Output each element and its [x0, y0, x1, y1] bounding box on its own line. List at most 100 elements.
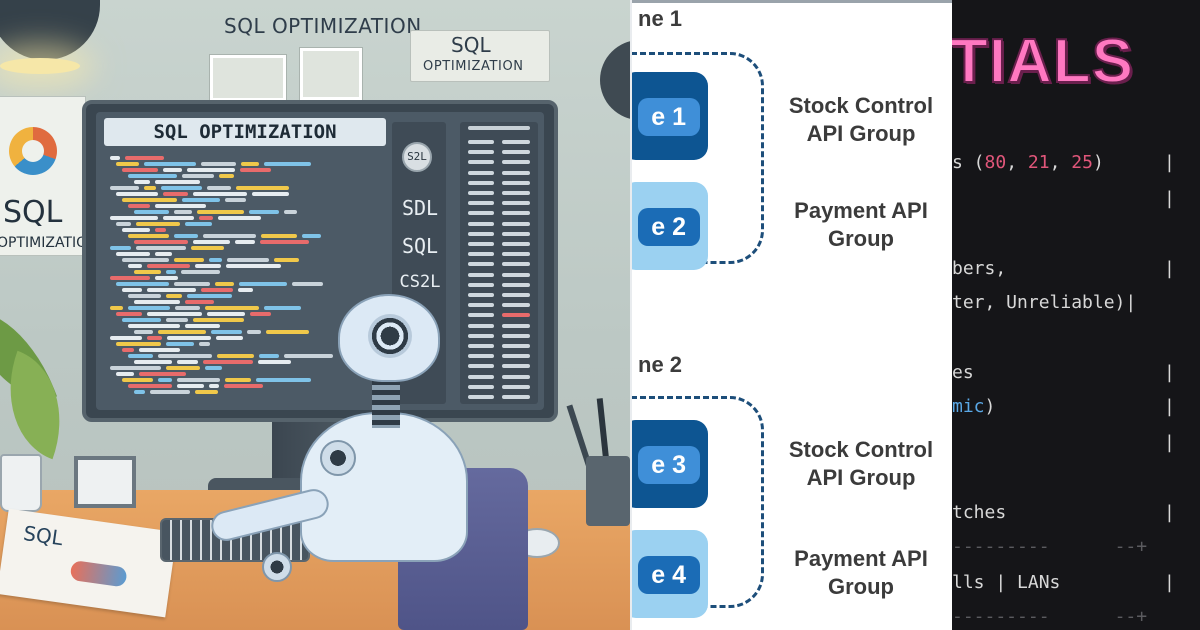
number-row — [468, 364, 530, 369]
code-stroke — [187, 168, 235, 172]
code-stroke — [166, 318, 188, 322]
side-poster-line2: OPTIMIZATION — [0, 235, 98, 251]
number-row — [468, 344, 530, 348]
code-stroke — [260, 240, 309, 244]
code-stroke — [163, 168, 182, 172]
code-stroke — [209, 258, 222, 262]
code-stroke — [182, 198, 220, 202]
table-border: | — [1164, 152, 1175, 173]
table-border: | — [1125, 292, 1137, 313]
wall-sign: SQL OPTIMIZATION — [224, 14, 422, 38]
code-stroke — [199, 342, 210, 346]
code-stroke — [302, 234, 321, 238]
side-item: SDL — [401, 196, 439, 220]
code-stroke — [216, 336, 243, 340]
api-group-label-line2: API Group — [806, 121, 916, 146]
code-stroke — [116, 282, 169, 286]
number-column-header — [468, 126, 530, 130]
photo-frame-icon — [74, 456, 136, 508]
code-stroke — [128, 234, 169, 238]
code-stroke — [116, 312, 142, 316]
ascii-banner: TIALS — [952, 26, 1135, 97]
code-stroke — [134, 360, 172, 364]
code-stroke — [201, 162, 236, 166]
code-stroke — [136, 222, 180, 226]
wall-frame-icon — [300, 48, 362, 100]
code-stroke — [110, 156, 120, 160]
side-poster-line1: SQL — [3, 195, 63, 230]
code-stroke — [155, 252, 172, 256]
side-item: SQL — [401, 234, 439, 258]
code-stroke — [150, 390, 190, 394]
code-stroke — [122, 378, 153, 382]
number-row — [468, 384, 530, 389]
code-stroke — [177, 384, 204, 388]
code-stroke — [250, 312, 271, 316]
api-group-label-line2: Group — [828, 226, 894, 251]
keyword-suffix: ) — [984, 396, 996, 417]
plant-leaf-icon — [0, 350, 84, 460]
zone-title: ne 2 — [638, 352, 683, 377]
code-stroke — [110, 186, 139, 190]
code-stroke — [116, 372, 134, 376]
code-stroke — [203, 360, 253, 364]
code-stroke — [219, 174, 234, 178]
code-stroke — [284, 210, 297, 214]
divider-dashes: --------- — [952, 536, 1050, 557]
code-stroke — [147, 264, 190, 268]
code-stroke — [193, 192, 247, 196]
wall-poster: SQL OPTIMIZATION — [410, 30, 550, 82]
code-stroke — [125, 156, 164, 160]
paper-text: SQL — [21, 520, 65, 551]
code-stroke — [136, 246, 186, 250]
code-stroke — [193, 318, 244, 322]
number-row — [468, 333, 530, 338]
code-stroke — [177, 360, 198, 364]
code-stroke — [193, 240, 230, 244]
code-stroke — [266, 330, 309, 334]
code-area — [110, 156, 378, 402]
number-row — [468, 242, 530, 246]
divider-end: --+ — [1114, 606, 1148, 627]
code-stroke — [155, 228, 166, 232]
table-border: | — [1164, 572, 1175, 593]
code-stroke — [195, 264, 221, 268]
number-row — [468, 231, 530, 236]
code-stroke — [110, 246, 131, 250]
code-stroke — [134, 240, 188, 244]
api-group-label: Payment API Group — [766, 197, 952, 253]
illustration-panel: SQL OPTIMIZATION SQL OPTIMIZATION SQL OP… — [0, 0, 630, 630]
robot-eye-icon — [368, 314, 412, 358]
code-stroke — [181, 270, 220, 274]
code-stroke — [116, 252, 150, 256]
monitor: SQL OPTIMIZATION S2L SDL SQL CS2L — [82, 100, 558, 422]
table-divider: --------- --+ — [952, 536, 1200, 557]
code-stroke — [174, 234, 198, 238]
number-row — [468, 150, 530, 155]
code-stroke — [177, 378, 220, 382]
code-stroke — [187, 294, 232, 298]
api-group-label: Payment API Group — [766, 545, 952, 601]
api-group-label-line1: Payment API — [794, 198, 928, 223]
side-badge: S2L — [402, 142, 432, 172]
table-border: | — [1164, 396, 1175, 417]
code-stroke — [110, 276, 150, 280]
api-group-label-line2: API Group — [806, 465, 916, 490]
code-stroke — [128, 174, 177, 178]
code-stroke — [144, 186, 156, 190]
code-stroke — [139, 372, 186, 376]
code-stroke — [182, 174, 214, 178]
robot-shoulder-joint — [320, 440, 356, 476]
number-row — [468, 170, 530, 175]
divider-dashes: --------- — [952, 606, 1050, 627]
code-stroke — [166, 270, 176, 274]
code-stroke — [134, 210, 169, 214]
port-number: 80 — [984, 152, 1007, 173]
code-stroke — [110, 336, 142, 340]
screen-title: SQL OPTIMIZATION — [104, 118, 386, 146]
side-poster: SQL OPTIMIZATION — [0, 96, 98, 256]
code-stroke — [158, 330, 206, 334]
code-stroke — [249, 210, 279, 214]
code-stroke — [227, 258, 269, 262]
code-stroke — [155, 276, 178, 280]
